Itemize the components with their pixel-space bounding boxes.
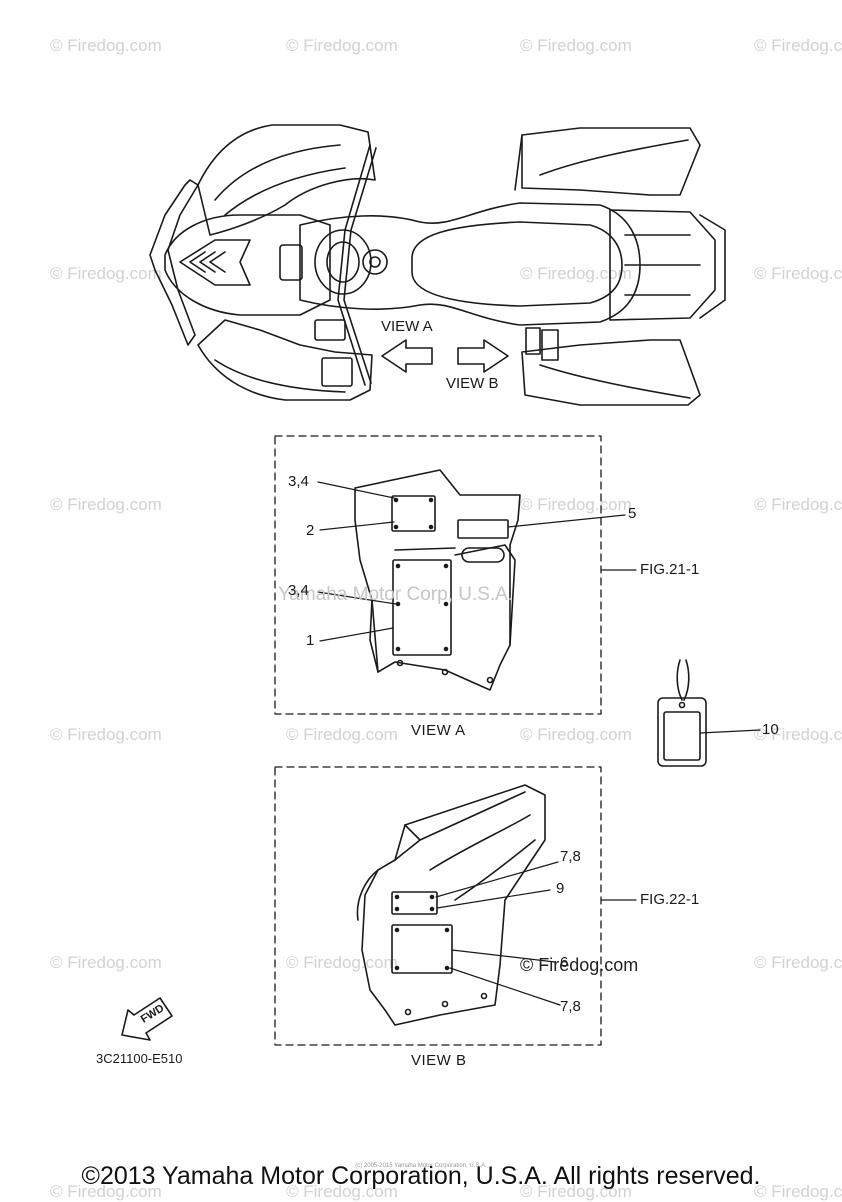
view-b-frame [274, 766, 602, 1046]
view-b-caption: VIEW B [411, 1052, 467, 1069]
fig-ref-22-1[interactable]: FIG.22-1 [640, 891, 700, 908]
view-b-leaders [435, 861, 637, 1006]
callout-6: 6 [560, 954, 569, 971]
overlay-watermark: © Firedog.com [520, 955, 639, 975]
view-a-leaders [317, 481, 637, 642]
watermark: © Firedog.com [520, 495, 632, 514]
watermark: © Firedog.com [286, 725, 398, 744]
watermark: © Firedog.com [50, 725, 162, 744]
watermark: © Firedog.com [50, 36, 162, 55]
watermark: © Firedog.com [754, 264, 842, 283]
tiny-footer: (c) 2005-2015 Yamaha Motor Corporation, … [355, 1163, 487, 1169]
watermark: © Firedog.com [520, 264, 632, 283]
view-b-panel-drawing [356, 784, 546, 1026]
watermark: © Firedog.com [50, 953, 162, 972]
callout-10: 10 [762, 721, 779, 738]
watermark: © Firedog.com [754, 725, 842, 744]
view-a-label: VIEW A [381, 318, 433, 335]
view-a-panel-drawing [354, 469, 521, 691]
watermark: © Firedog.com [50, 495, 162, 514]
tag-part-drawing [657, 659, 761, 767]
callout-3-4-bottom: 3,4 [288, 582, 309, 599]
watermark: © Firedog.com [754, 36, 842, 55]
view-b-arrow [457, 339, 509, 373]
watermark: © Firedog.com [520, 1182, 632, 1201]
watermark: © Firedog.com [50, 264, 162, 283]
view-a-arrow [381, 339, 433, 373]
view-b-label: VIEW B [446, 375, 499, 392]
callout-2: 2 [306, 522, 315, 539]
copyright-notice: ©2013 Yamaha Motor Corporation, U.S.A. A… [81, 1162, 761, 1190]
watermark: © Firedog.com [286, 36, 398, 55]
watermark: © Firedog.com [754, 1182, 842, 1201]
atv-top-view [149, 124, 726, 406]
callout-7-8-bottom: 7,8 [560, 998, 581, 1015]
watermark: © Firedog.com [520, 36, 632, 55]
watermark: © Firedog.com [286, 953, 398, 972]
callout-7-8-top: 7,8 [560, 848, 581, 865]
view-a-caption: VIEW A [411, 722, 466, 739]
callout-5: 5 [628, 505, 637, 522]
center-watermark: Yamaha Motor Corp, U.S.A. [278, 584, 514, 605]
fig-ref-21-1[interactable]: FIG.21-1 [640, 561, 700, 578]
callout-1: 1 [306, 632, 315, 649]
view-a-frame [274, 435, 602, 715]
callout-3-4-top: 3,4 [288, 473, 309, 490]
watermark: © Firedog.com [754, 953, 842, 972]
fwd-arrow-icon [121, 997, 173, 1041]
watermark: © Firedog.com [286, 1182, 398, 1201]
watermark: © Firedog.com [754, 495, 842, 514]
callout-9: 9 [556, 880, 565, 897]
watermark: © Firedog.com [50, 1182, 162, 1201]
watermark: © Firedog.com [520, 725, 632, 744]
part-code: 3C21100-E510 [96, 1051, 183, 1066]
